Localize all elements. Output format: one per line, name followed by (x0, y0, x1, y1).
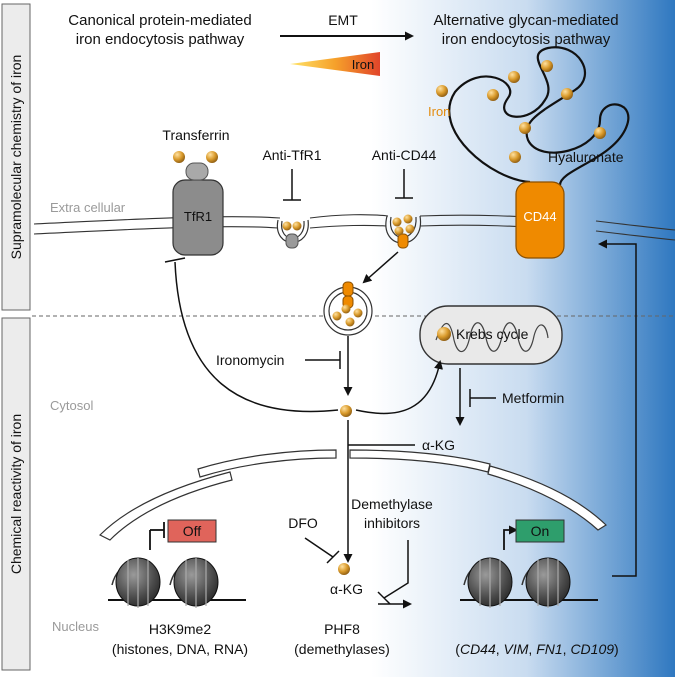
gene-sep-3: , (563, 641, 571, 657)
header-left-line2: iron endocytosis pathway (76, 31, 245, 48)
gene-cd44: CD44 (460, 641, 496, 657)
cd44-receptor (515, 181, 565, 259)
header-right-line1: Alternative glycan-mediated (433, 12, 618, 29)
chromatin-off (108, 522, 246, 608)
tfr1-label: TfR1 (184, 209, 212, 224)
gene-vim: VIM (504, 641, 529, 657)
anti-tfr1-label: Anti-TfR1 (262, 147, 321, 163)
akg-bottom-label: α-KG (330, 581, 363, 597)
side-label-top: Supramolecular chemistry of iron (8, 55, 24, 260)
endosome (323, 281, 373, 336)
off-label: Off (183, 523, 202, 539)
gene-list-open: ( (455, 641, 460, 657)
ironomycin-label: Ironomycin (216, 352, 284, 368)
gene-list-close: ) (614, 641, 619, 657)
iron-to-krebs-arrow (355, 360, 443, 415)
gene-list: (CD44, VIM, FN1, CD109) (455, 641, 618, 657)
hyaluronate-iron (436, 60, 606, 163)
demethylase-inhibitor (377, 540, 409, 605)
krebs-label: Krebs cycle (456, 326, 529, 342)
iron-feedback-tfr1 (174, 261, 339, 413)
phf8-label: PHF8 (324, 621, 360, 637)
metformin-label: Metformin (502, 390, 564, 406)
hyaluronate-label: Hyaluronate (548, 149, 624, 165)
nuclear-iron (338, 563, 350, 575)
akg-top-label: α-KG (422, 437, 455, 453)
pit-to-endosome-arrow (362, 251, 399, 284)
iron-gradient-label: Iron (352, 57, 374, 72)
anti-cd44-label: Anti-CD44 (372, 147, 437, 163)
transferrin-iron-1 (173, 151, 185, 163)
anti-tfr1-inhibitor (283, 169, 301, 201)
off-box (167, 519, 217, 543)
gene-sep-2: , (528, 641, 536, 657)
mitochondrion (419, 305, 563, 365)
dfo-label: DFO (288, 515, 318, 531)
demethylase-line2: inhibitors (364, 515, 420, 531)
metformin-inhibitor (469, 389, 496, 407)
emt-label: EMT (328, 12, 358, 28)
label-extracellular: Extra cellular (50, 200, 126, 215)
gene-cd109: CD109 (570, 641, 614, 657)
ironomycin-inhibitor (305, 351, 341, 369)
anti-cd44-inhibitor (395, 169, 413, 199)
nuclear-envelope (98, 449, 607, 541)
on-label: On (531, 523, 550, 539)
header-left-line1: Canonical protein-mediated (68, 12, 251, 29)
side-label-bottom: Chemical reactivity of iron (8, 414, 24, 574)
tfr1-receptor (172, 162, 224, 256)
iron-label: Iron (428, 104, 450, 119)
label-cytosol: Cytosol (50, 398, 93, 413)
demethylase-line1: Demethylase (351, 496, 433, 512)
on-box (515, 519, 565, 543)
dfo-inhibitor (304, 537, 340, 564)
tfr1-inhibition-bar (164, 257, 186, 263)
cd44-pit (385, 214, 422, 249)
side-bar-top (1, 3, 31, 311)
feedback-arrow (598, 239, 637, 577)
gene-fn1: FN1 (536, 641, 562, 657)
cytosolic-iron (340, 405, 352, 417)
h3k9-sub-label: (histones, DNA, RNA) (112, 641, 248, 657)
label-nucleus: Nucleus (52, 619, 99, 634)
hyaluronate-chain (448, 46, 630, 186)
cd44-label: CD44 (523, 209, 556, 224)
tfr1-pit (276, 219, 309, 249)
transferrin-label: Transferrin (162, 127, 229, 143)
chromatin-on (460, 525, 598, 608)
h3k9-label: H3K9me2 (149, 621, 211, 637)
plasma-membrane (33, 214, 675, 241)
side-bar-bottom (1, 317, 31, 671)
gene-sep-1: , (496, 641, 504, 657)
transferrin-iron-2 (206, 151, 218, 163)
header-right-line2: iron endocytosis pathway (442, 31, 611, 48)
iron-gradient-wedge (290, 52, 380, 76)
phf8-sub-label: (demethylases) (294, 641, 390, 657)
